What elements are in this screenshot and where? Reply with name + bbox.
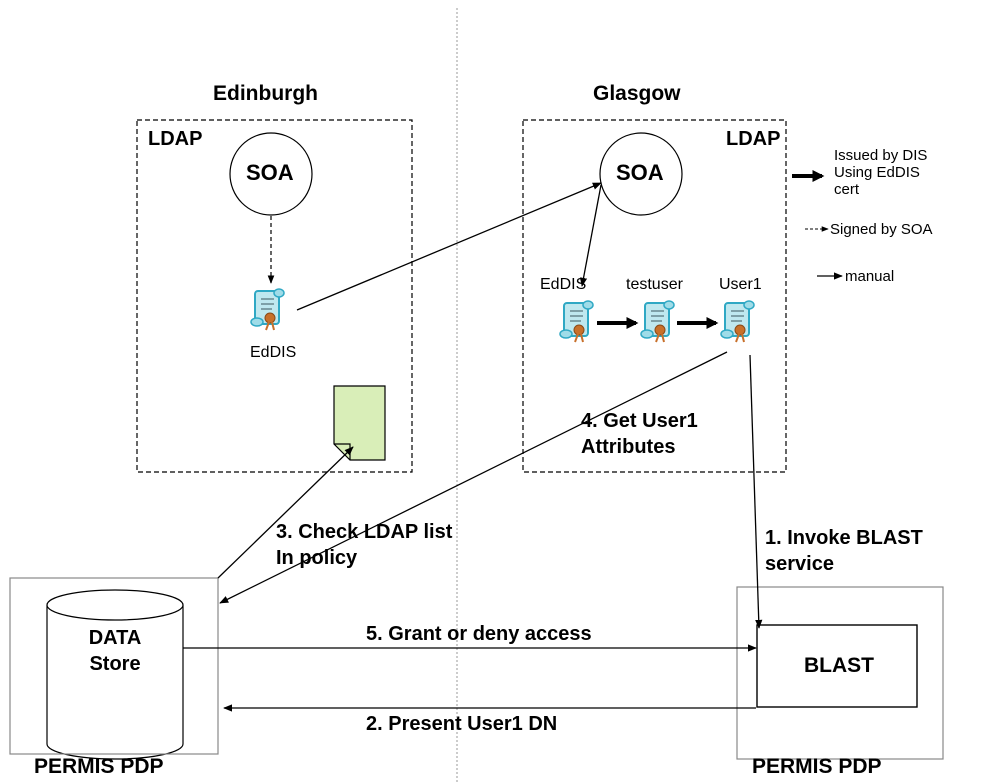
step4-label: 4. Get User1 Attributes xyxy=(581,408,698,460)
glasgow-testuser-label: testuser xyxy=(626,276,683,293)
cross-sign-arrow xyxy=(296,182,602,311)
legend-signed-text: Signed by SOA xyxy=(830,221,933,238)
edinburgh-eddis-label: EdDIS xyxy=(250,344,297,361)
step3-check-policy-arrow xyxy=(217,446,354,579)
soa-to-eddis-arrow xyxy=(579,184,602,287)
data-store-label: DATA Store xyxy=(75,625,155,677)
edinburgh-soa-circle xyxy=(229,132,313,216)
blast-label: BLAST xyxy=(804,654,874,677)
data-store-line1: DATA xyxy=(88,627,142,649)
left-pdp-label: PERMIS PDP xyxy=(34,755,164,778)
edinburgh-ldap-box xyxy=(136,119,413,473)
legend-manual-text: manual xyxy=(845,268,895,285)
edinburgh-title: Edinburgh xyxy=(213,82,318,105)
step3-line1: 3. Check LDAP list xyxy=(276,521,453,543)
glasgow-eddis-cert-icon xyxy=(559,300,594,343)
step4-get-attributes-arrow xyxy=(219,351,728,604)
data-store-cylinder xyxy=(46,589,184,760)
glasgow-testuser-cert-icon xyxy=(640,300,675,343)
glasgow-title: Glasgow xyxy=(593,82,681,105)
step1-line1: 1. Invoke BLAST xyxy=(765,527,923,549)
policy-document-icon xyxy=(333,385,386,461)
edinburgh-ldap-label: LDAP xyxy=(148,128,203,150)
right-pdp-box xyxy=(736,586,944,760)
left-pdp-box xyxy=(9,577,219,755)
data-store-line2: Store xyxy=(89,653,141,675)
step4-line2: Attributes xyxy=(581,436,676,458)
blast-box xyxy=(756,624,918,708)
step3-label: 3. Check LDAP list In policy xyxy=(276,519,452,571)
step4-line1: 4. Get User1 xyxy=(581,410,698,432)
step1-line2: service xyxy=(765,553,834,575)
legend-issued-text: Issued by DIS Using EdDIS cert xyxy=(834,147,927,198)
step1-label: 1. Invoke BLAST service xyxy=(765,525,923,577)
glasgow-ldap-box xyxy=(522,119,787,473)
glasgow-soa-label: SOA xyxy=(616,160,664,185)
glasgow-ldap-label: LDAP xyxy=(726,128,781,150)
glasgow-user1-cert-icon xyxy=(720,300,755,343)
glasgow-eddis-label: EdDIS xyxy=(540,276,587,293)
step5-label: 5. Grant or deny access xyxy=(366,623,592,645)
legend-issued-line3: cert xyxy=(834,181,860,198)
step3-line2: In policy xyxy=(276,547,358,569)
legend-issued-line1: Issued by DIS xyxy=(834,147,928,164)
right-pdp-label: PERMIS PDP xyxy=(752,755,882,778)
edinburgh-soa-label: SOA xyxy=(246,160,294,185)
glasgow-user1-label: User1 xyxy=(719,276,762,293)
step1-invoke-arrow xyxy=(749,354,763,629)
edinburgh-eddis-cert-icon xyxy=(250,288,285,331)
step2-label: 2. Present User1 DN xyxy=(366,713,558,735)
glasgow-soa-circle xyxy=(599,132,683,216)
legend-issued-line2: Using EdDIS xyxy=(834,164,920,181)
